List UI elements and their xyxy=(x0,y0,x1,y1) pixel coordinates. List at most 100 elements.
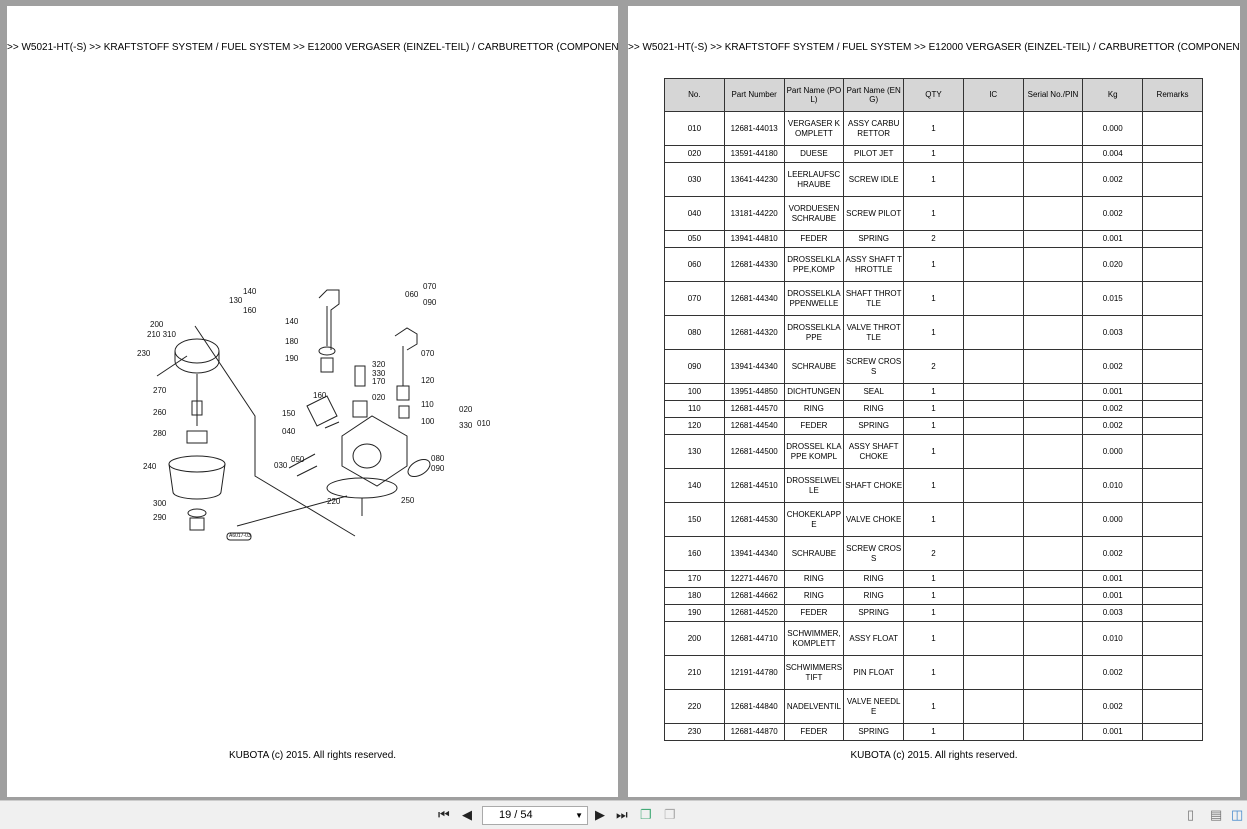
table-cell: 12681-44520 xyxy=(723,604,785,622)
table-cell: 1 xyxy=(903,723,964,741)
table-cell: 12681-44500 xyxy=(723,434,785,469)
table-cell xyxy=(962,230,1024,248)
table-cell xyxy=(1142,417,1203,435)
fit-page-icon[interactable]: ❐ xyxy=(640,807,652,822)
table-cell xyxy=(962,349,1024,384)
table-cell xyxy=(1022,536,1084,571)
table-cell xyxy=(962,111,1024,146)
table-cell xyxy=(1142,604,1203,622)
table-cell: 170 xyxy=(664,570,725,588)
table-cell: VORDUESEN SCHRAUBE xyxy=(783,196,845,231)
table-cell: SCHRAUBE xyxy=(783,349,845,384)
table-cell xyxy=(1022,349,1084,384)
table-cell: 2 xyxy=(903,230,964,248)
table-cell xyxy=(962,570,1024,588)
table-cell: SPRING xyxy=(843,604,905,622)
prev-page-icon[interactable]: ◀ xyxy=(462,807,472,822)
table-cell: 0.001 xyxy=(1082,587,1144,605)
table-cell: 150 xyxy=(664,502,725,537)
table-cell: 0.020 xyxy=(1082,247,1144,282)
single-page-icon[interactable]: ▯ xyxy=(1187,807,1195,822)
table-cell: 13941-44340 xyxy=(723,536,785,571)
table-cell: PIN FLOAT xyxy=(843,655,905,690)
table-cell: RING xyxy=(783,587,845,605)
table-cell xyxy=(1142,315,1203,350)
table-cell: SCHWIMMER, KOMPLETT xyxy=(783,621,845,656)
table-cell xyxy=(1022,604,1084,622)
table-cell: 13181-44220 xyxy=(723,196,785,231)
table-cell: 13941-44810 xyxy=(723,230,785,248)
table-cell: 12681-44540 xyxy=(723,417,785,435)
table-cell: VALVE THROTTLE xyxy=(843,315,905,350)
table-cell: 0.004 xyxy=(1082,145,1144,163)
table-cell: SPRING xyxy=(843,723,905,741)
next-page-icon[interactable]: ▶ xyxy=(595,807,605,822)
table-cell xyxy=(1022,417,1084,435)
table-cell xyxy=(962,315,1024,350)
table-cell xyxy=(962,434,1024,469)
table-cell: 12681-44840 xyxy=(723,689,785,724)
page-selector[interactable]: 19 / 54▼ xyxy=(482,806,588,825)
continuous-icon[interactable]: ▤ xyxy=(1210,807,1223,822)
table-cell: 0.002 xyxy=(1082,417,1144,435)
table-cell: FEDER xyxy=(783,417,845,435)
last-page-icon[interactable]: ⏭ xyxy=(616,807,628,822)
two-page-icon[interactable]: ◫ xyxy=(1231,807,1244,822)
table-cell: SCHWIMMERSTIFT xyxy=(783,655,845,690)
column-header: IC xyxy=(962,78,1024,112)
table-cell: 070 xyxy=(664,281,725,316)
table-cell xyxy=(1142,349,1203,384)
table-cell xyxy=(1142,468,1203,503)
table-cell: DROSSELKLAPPE,KOMP xyxy=(783,247,845,282)
table-cell: RING xyxy=(783,570,845,588)
fit-width-icon[interactable]: ❐ xyxy=(664,807,676,822)
column-header: No. xyxy=(664,78,725,112)
table-cell: SEAL xyxy=(843,383,905,401)
table-cell xyxy=(1022,570,1084,588)
table-cell xyxy=(1142,587,1203,605)
first-page-icon[interactable]: ⏮ xyxy=(438,807,450,822)
table-cell: 0.010 xyxy=(1082,621,1144,656)
table-cell xyxy=(962,723,1024,741)
table-cell: 030 xyxy=(664,162,725,197)
table-cell: 110 xyxy=(664,400,725,418)
table-cell: NADELVENTIL xyxy=(783,689,845,724)
table-cell xyxy=(1142,502,1203,537)
chevron-down-icon: ▼ xyxy=(575,811,583,820)
table-cell: 120 xyxy=(664,417,725,435)
left-page: >> W5021-HT(-S) >> KRAFTSTOFF SYSTEM / F… xyxy=(7,6,618,797)
table-cell: 140 xyxy=(664,468,725,503)
table-cell: 1 xyxy=(903,145,964,163)
table-cell: 12681-44320 xyxy=(723,315,785,350)
table-cell: RING xyxy=(843,570,905,588)
table-cell xyxy=(962,400,1024,418)
table-cell xyxy=(962,383,1024,401)
table-cell: LEERLAUFSCHRAUBE xyxy=(783,162,845,197)
table-cell: 210 xyxy=(664,655,725,690)
right-page: >> W5021-HT(-S) >> KRAFTSTOFF SYSTEM / F… xyxy=(628,6,1240,797)
exploded-carburettor-diagram xyxy=(156,289,431,541)
table-cell: ASSY SHAFT THROTTLE xyxy=(843,247,905,282)
table-cell: 040 xyxy=(664,196,725,231)
table-cell xyxy=(1022,230,1084,248)
table-cell: SPRING xyxy=(843,417,905,435)
table-cell xyxy=(1142,655,1203,690)
table-cell xyxy=(1142,247,1203,282)
table-cell: 12681-44662 xyxy=(723,587,785,605)
table-cell: 0.003 xyxy=(1082,604,1144,622)
table-cell xyxy=(1142,383,1203,401)
table-cell xyxy=(962,655,1024,690)
table-cell: 0.002 xyxy=(1082,689,1144,724)
table-cell xyxy=(1022,468,1084,503)
table-cell: 1 xyxy=(903,281,964,316)
table-cell xyxy=(962,621,1024,656)
table-cell: 2 xyxy=(903,536,964,571)
table-cell: SHAFT CHOKE xyxy=(843,468,905,503)
